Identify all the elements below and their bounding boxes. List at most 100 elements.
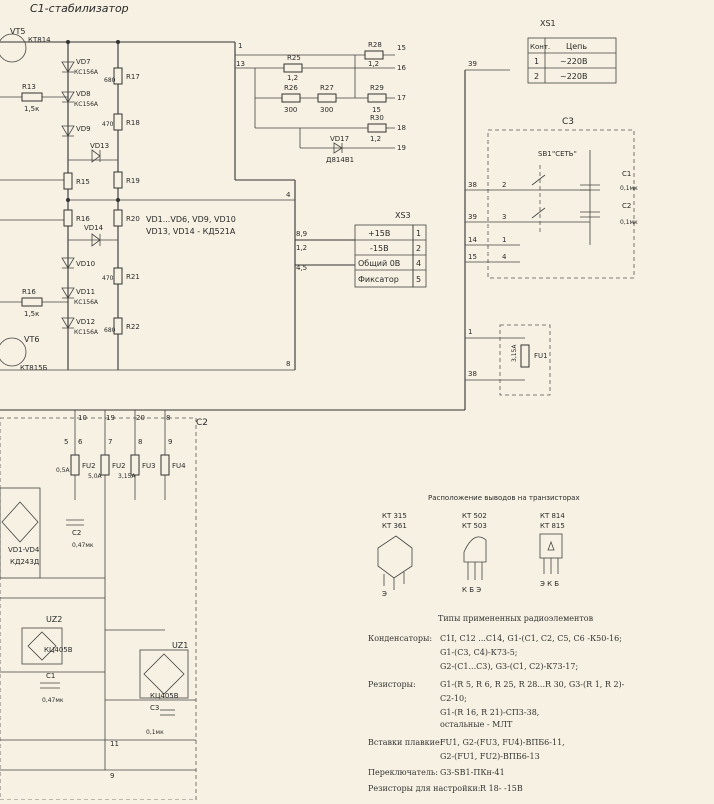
fu3-fuse — [130, 454, 140, 476]
pin-9: 9 — [168, 438, 172, 446]
vt5-label: VT5 — [10, 27, 25, 36]
r29-value: 15 — [372, 106, 381, 114]
parts-switch-line1: G3-SB1-ПКн-41 — [440, 768, 505, 777]
vd8-label: VD8 — [76, 90, 91, 98]
fu4-fuse — [160, 454, 170, 476]
c3-block-frame — [487, 129, 635, 279]
parts-tuning-line1: R 18- -15В — [480, 784, 523, 793]
xs3-row4-pin: 5 — [416, 275, 421, 284]
uz2-bridge — [27, 631, 57, 661]
tr-g2-pins: К Б Э — [462, 586, 481, 594]
xs1-header-circuit: Цепь — [566, 42, 587, 51]
r30-resistor — [367, 123, 387, 133]
parts-fuses-line1: FU1, G2-(FU3, FU4)-ВПБ6-11, — [440, 738, 565, 747]
vd17-type: Д814В1 — [326, 156, 354, 164]
top-pin-20: 20 — [136, 414, 145, 422]
tr-g1-line1: КТ 315 — [382, 512, 407, 520]
pin-18: 18 — [397, 124, 406, 132]
c3-c1-value: 0,1мк — [620, 185, 638, 192]
r21-label: R21 — [126, 273, 140, 281]
r26-value: 300 — [284, 106, 297, 114]
r16b-resistor — [63, 209, 73, 227]
pin-3: 3 — [502, 213, 506, 221]
r28-resistor — [364, 50, 384, 60]
tr-g3-line2: КТ 815 — [540, 522, 565, 530]
xs3-row2-pin: 2 — [416, 244, 421, 253]
xs1-row2-circuit: ~220В — [560, 72, 587, 81]
xs3-row1-label: +15В — [368, 229, 390, 238]
vd12-label: VD12 — [76, 318, 95, 326]
parts-fuses-line2: G2-(FU1, FU2)-ВПБ6-13 — [440, 752, 540, 761]
pin-1-c: 1 — [468, 328, 472, 336]
r13-value: 1,5к — [24, 105, 39, 113]
pin-15-b: 15 — [468, 253, 477, 261]
parts-tuning-label: Резисторы для настройки: — [368, 784, 481, 793]
bridge-type: КД243Д — [10, 558, 40, 566]
sb1-contact-a — [531, 174, 546, 186]
pin-19: 19 — [397, 144, 406, 152]
vd14-diode — [91, 233, 101, 247]
c2-low-value: 0,47мк — [72, 542, 94, 549]
pin-16: 16 — [397, 64, 406, 72]
tr-g1-pins: Э — [382, 590, 387, 598]
c3-c2-label: C2 — [622, 202, 631, 210]
xs3-row2-label: -15В — [370, 244, 389, 253]
r29-label: R29 — [370, 84, 384, 92]
vd7-label: VD7 — [76, 58, 91, 66]
parts-resistors-line3: G1-(R 16, R 21)-СП3-38, — [440, 708, 540, 717]
r18-label: R18 — [126, 119, 140, 127]
bridge-frame — [0, 487, 41, 579]
vd9-diode — [61, 125, 75, 137]
xs3-row4-label: Фиксатор — [358, 275, 399, 284]
r30-value: 1,2 — [370, 135, 381, 143]
diode-note-line2: VD13, VD14 - КД521А — [146, 227, 236, 236]
r17-resistor — [113, 67, 123, 85]
tr-g2-line1: КТ 502 — [462, 512, 487, 520]
c2-low-label: C2 — [72, 529, 81, 537]
parts-capacitors-line2: G1-(С3, С4)-К73-5; — [440, 648, 518, 657]
vt5-transistor — [0, 33, 27, 63]
r21-resistor — [113, 267, 123, 285]
junction — [66, 198, 70, 202]
c1-title: С1-стабилизатор — [30, 2, 129, 15]
c3-low-value: 0,1мк — [146, 729, 164, 736]
r22-value: 680 — [104, 327, 116, 334]
r13-label: R13 — [22, 83, 36, 91]
vd17-diode — [333, 142, 343, 154]
pin-39-b: 39 — [468, 213, 477, 221]
pin-7: 7 — [108, 438, 112, 446]
diode-note-line1: VD1...VD6, VD9, VD10 — [146, 215, 236, 224]
fu1-fuse — [520, 344, 530, 368]
sb1-name: "СЕТЬ" — [552, 150, 577, 158]
kt502-package — [463, 536, 487, 580]
xs3-row3-pin: 4 — [416, 259, 421, 268]
r17-label: R17 — [126, 73, 140, 81]
junction — [116, 40, 120, 44]
pin-14: 14 — [468, 236, 477, 244]
parts-capacitors-line1: С1I, С12 ...С14, G1-(C1, C2, C5, C6 -К50… — [440, 634, 622, 643]
pin-38-b: 38 — [468, 370, 477, 378]
fu1-label: FU1 — [534, 352, 548, 360]
r30-label: R30 — [370, 114, 384, 122]
r25-value: 1,2 — [287, 74, 298, 82]
vd14-label: VD14 — [84, 224, 104, 232]
r16b-label: R16 — [76, 215, 90, 223]
vd13-diode — [91, 149, 101, 163]
fu2-label: FU2 — [112, 462, 126, 470]
junction — [66, 40, 70, 44]
vd8-diode — [61, 91, 75, 103]
parts-capacitors-label: Конденсаторы: — [368, 634, 433, 643]
transistor-pins-title: Расположение выводов на транзисторах — [428, 494, 580, 502]
c1-low-label: C1 — [46, 672, 55, 680]
fu4-label: FU4 — [172, 462, 186, 470]
vd7-type: КС156А — [74, 69, 99, 76]
vd13-label: VD13 — [90, 142, 109, 150]
uz2-label: UZ2 — [46, 615, 62, 624]
parts-resistors-line1: G1-(R 5, R 6, R 25, R 28...R 30, G3-(R 1… — [440, 680, 625, 689]
r19-resistor — [113, 171, 123, 189]
xs1-row1-contact: 1 — [534, 57, 539, 66]
r16-label: R16 — [22, 288, 36, 296]
vd9-label: VD9 — [76, 125, 91, 133]
